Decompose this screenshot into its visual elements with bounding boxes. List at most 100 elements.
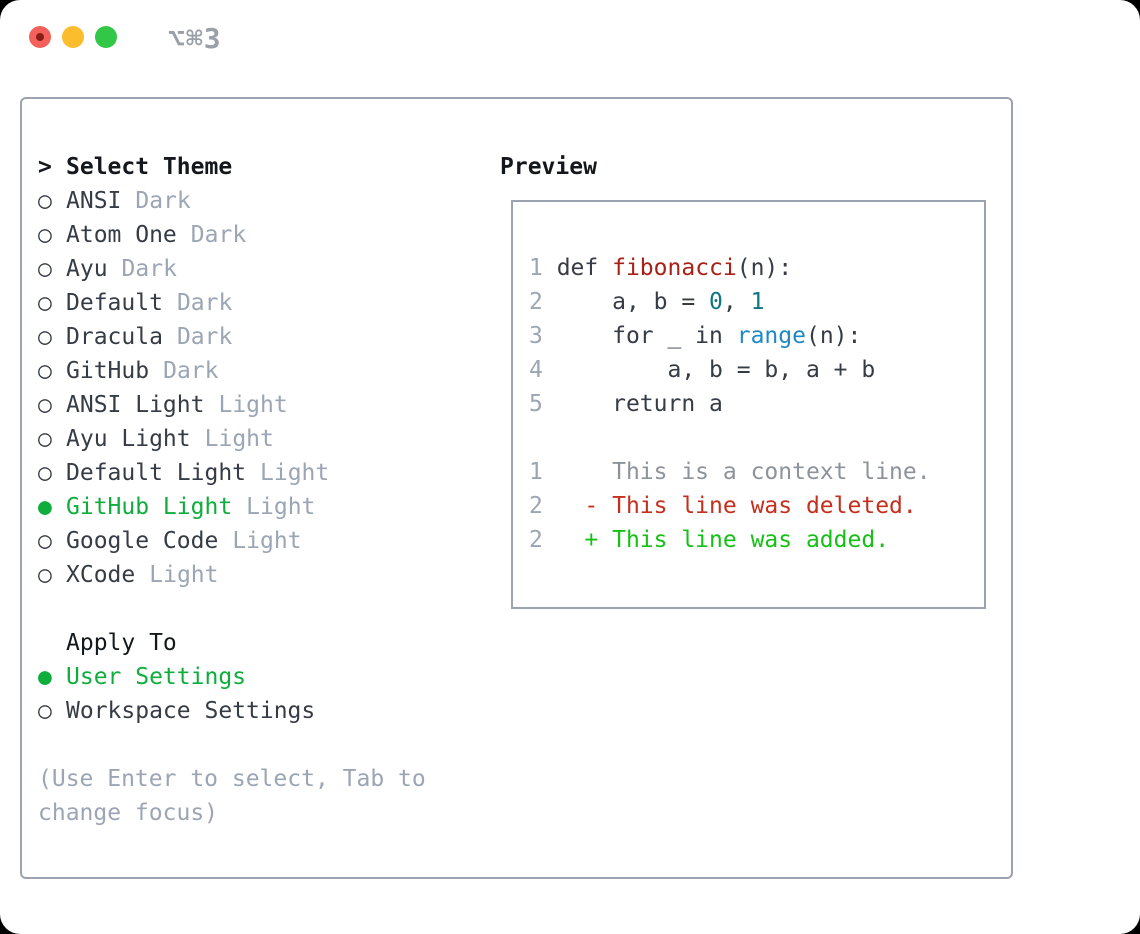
theme-option-ayu[interactable]: ○ Ayu Dark <box>38 252 478 286</box>
apply-option-workspace-settings[interactable]: ○ Workspace Settings <box>38 694 478 728</box>
close-button-icon[interactable] <box>29 26 51 48</box>
code-token: + This line was added. <box>542 527 890 553</box>
radio-selected-icon: ● <box>38 494 52 520</box>
code-token: 1 <box>750 289 765 315</box>
apply-to-header: Apply To <box>66 630 177 656</box>
theme-option-default-light[interactable]: ○ Default Light Light <box>38 456 478 490</box>
theme-name: Atom One <box>66 222 177 248</box>
code-token: , <box>722 289 751 315</box>
code-line: 2 + This line was added. <box>529 523 984 557</box>
radio-icon: ○ <box>38 426 52 452</box>
theme-variant-tag: Dark <box>176 324 233 350</box>
unsaved-dot-icon <box>36 33 44 41</box>
radio-icon: ○ <box>38 698 52 724</box>
theme-variant-tag: Light <box>204 426 274 452</box>
minimize-button-icon[interactable] <box>62 26 84 48</box>
spacer <box>38 592 478 626</box>
spacer <box>38 728 478 762</box>
apply-option-label: Workspace Settings <box>66 698 316 724</box>
theme-name: GitHub <box>66 358 150 384</box>
theme-variant-tag: Dark <box>176 290 233 316</box>
theme-name: ANSI <box>66 188 122 214</box>
code-token: (n): <box>805 323 862 349</box>
line-number: 2 <box>529 289 543 315</box>
code-token: (n): <box>736 255 793 281</box>
theme-variant-tag: Light <box>260 460 330 486</box>
line-number: 2 <box>529 493 543 519</box>
code-token: fibonacci <box>612 255 737 281</box>
code-token: def <box>542 255 613 281</box>
theme-variant-tag: Light <box>232 528 302 554</box>
line-number: 5 <box>529 391 543 417</box>
radio-icon: ○ <box>38 222 52 248</box>
prompt-caret-icon: > <box>38 154 52 180</box>
theme-option-ayu-light[interactable]: ○ Ayu Light Light <box>38 422 478 456</box>
radio-icon: ○ <box>38 188 52 214</box>
theme-variant-tag: Light <box>246 494 316 520</box>
theme-variant-tag: Dark <box>163 358 219 384</box>
theme-option-github[interactable]: ○ GitHub Dark <box>38 354 478 388</box>
radio-icon: ○ <box>38 562 52 588</box>
radio-icon: ○ <box>38 460 52 486</box>
titlebar: ⌥⌘3 <box>0 0 1140 75</box>
line-number: 1 <box>529 255 543 281</box>
radio-icon: ○ <box>38 358 52 384</box>
theme-name: Google Code <box>66 528 219 554</box>
theme-name: ANSI Light <box>66 392 205 418</box>
hint-line-1: (Use Enter to select, Tab to <box>38 766 426 792</box>
code-line: 5 return a <box>529 387 984 421</box>
code-line: 4 a, b = b, a + b <box>529 353 984 387</box>
code-token: - This line was deleted. <box>542 493 917 519</box>
theme-option-ansi-light[interactable]: ○ ANSI Light Light <box>38 388 478 422</box>
code-token: range <box>736 323 806 349</box>
radio-selected-icon: ● <box>38 664 52 690</box>
theme-variant-tag: Light <box>218 392 288 418</box>
preview-title: Preview <box>500 154 597 180</box>
window-title: ⌥⌘3 <box>168 22 222 55</box>
theme-option-atom-one[interactable]: ○ Atom One Dark <box>38 218 478 252</box>
code-line: 3 for _ in range(n): <box>529 319 984 353</box>
line-number: 2 <box>529 527 543 553</box>
radio-icon: ○ <box>38 392 52 418</box>
code-line: 1 This is a context line. <box>529 455 984 489</box>
theme-name: Default Light <box>66 460 247 486</box>
code-token: a, b = <box>542 289 710 315</box>
apply-option-user-settings[interactable]: ● User Settings <box>38 660 478 694</box>
theme-option-dracula[interactable]: ○ Dracula Dark <box>38 320 478 354</box>
code-token: 0 <box>709 289 723 315</box>
radio-icon: ○ <box>38 256 52 282</box>
code-token: a, b = b, a + b <box>542 357 876 383</box>
code-token: for _ in <box>542 323 737 349</box>
line-number: 3 <box>529 323 543 349</box>
theme-variant-tag: Dark <box>121 256 177 282</box>
apply-to-list: ● User Settings ○ Workspace Settings <box>38 660 478 728</box>
code-line <box>529 421 984 455</box>
code-line: 2 - This line was deleted. <box>529 489 984 523</box>
apply-option-label: User Settings <box>66 664 247 690</box>
code-token: return a <box>542 391 723 417</box>
code-line: 1 def fibonacci(n): <box>529 251 984 285</box>
theme-name: Ayu <box>66 256 108 282</box>
code-line: 2 a, b = 0, 1 <box>529 285 984 319</box>
radio-icon: ○ <box>38 324 52 350</box>
theme-variant-tag: Dark <box>190 222 247 248</box>
theme-name: Ayu Light <box>66 426 191 452</box>
theme-name: XCode <box>66 562 136 588</box>
zoom-button-icon[interactable] <box>95 26 117 48</box>
line-number: 4 <box>529 357 543 383</box>
theme-name: Default <box>66 290 163 316</box>
theme-variant-tag: Light <box>149 562 219 588</box>
theme-option-xcode[interactable]: ○ XCode Light <box>38 558 478 592</box>
select-theme-header: >Select Theme <box>38 150 478 184</box>
theme-name: Dracula <box>66 324 163 350</box>
code-token: This is a context line. <box>542 459 931 485</box>
